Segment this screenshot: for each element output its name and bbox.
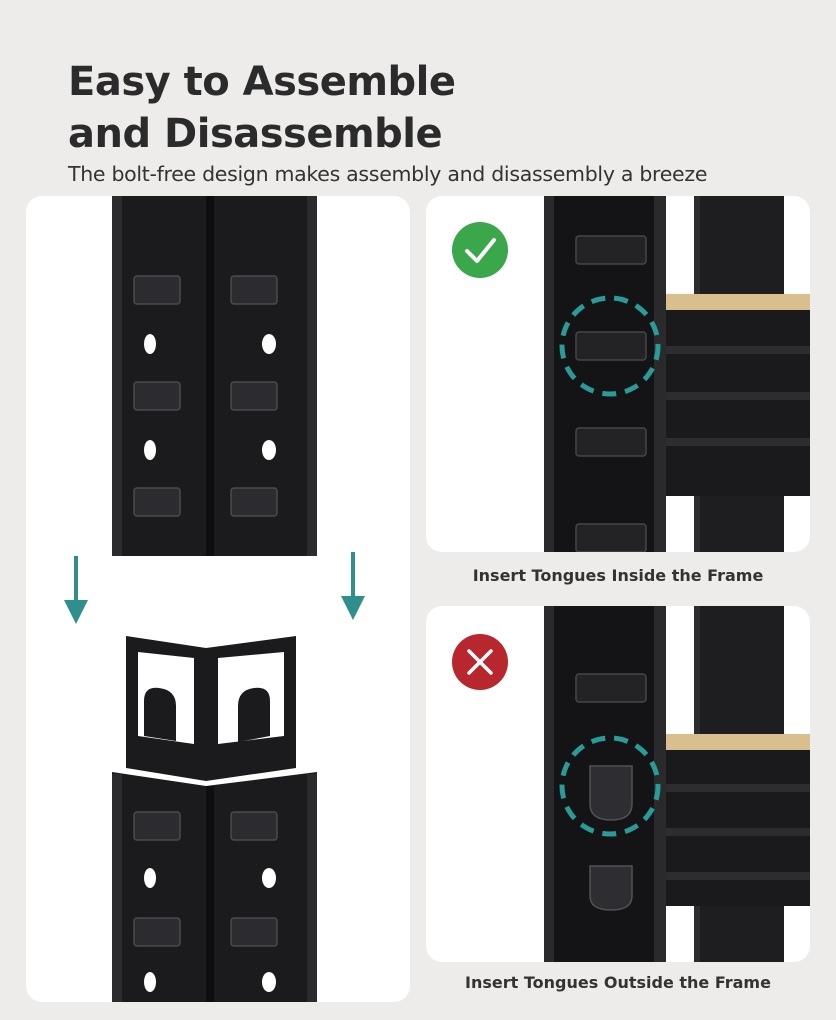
title-line-2: and Disassemble	[68, 111, 443, 157]
cross-icon	[467, 649, 493, 675]
wrong-caption: Insert Tongues Outside the Frame	[465, 973, 771, 992]
assembly-illustration-panel	[26, 196, 410, 1002]
title-line-1: Easy to Assemble	[68, 59, 456, 105]
page-title: Easy to Assemble and Disassemble	[68, 56, 668, 160]
shelf-beam	[666, 310, 810, 496]
page-subtitle: The bolt-free design makes assembly and …	[68, 162, 708, 186]
correct-method-panel	[426, 196, 810, 552]
wrong-badge	[452, 634, 508, 690]
down-arrow-left-icon	[64, 556, 88, 624]
upper-upright	[112, 196, 317, 556]
lower-upright	[112, 636, 317, 1002]
wrong-method-illustration	[452, 606, 810, 962]
correct-badge	[452, 222, 508, 278]
front-upright	[544, 606, 666, 962]
down-arrow-right-icon	[341, 552, 365, 620]
upright-assembly-illustration	[64, 196, 365, 1002]
shelf-board	[666, 294, 810, 310]
correct-caption: Insert Tongues Inside the Frame	[472, 566, 764, 585]
front-upright	[544, 196, 666, 552]
wrong-method-panel	[426, 606, 810, 962]
shelf-beam	[666, 750, 810, 906]
shelf-board	[666, 734, 810, 750]
correct-method-illustration	[452, 196, 810, 552]
highlight-ring	[559, 735, 661, 837]
checkmark-icon	[465, 238, 496, 263]
highlight-ring	[559, 295, 661, 397]
